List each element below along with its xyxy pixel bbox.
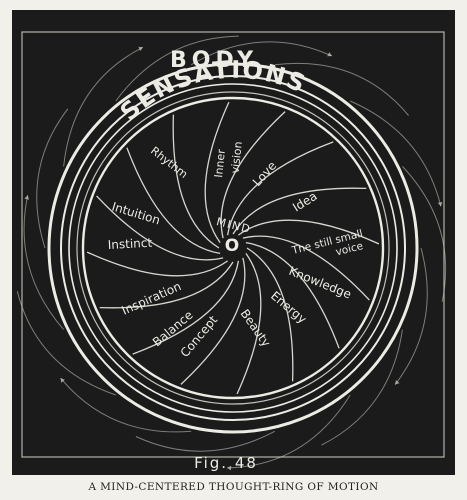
outer-swirl-line	[394, 247, 428, 385]
ring-band-2	[68, 83, 398, 413]
inner-swirl-rays	[86, 101, 380, 395]
figure-caption: A MIND-CENTERED THOUGHT-RING OF MOTION	[88, 481, 379, 493]
outer-swirl-line	[350, 100, 442, 207]
motion-arrowhead	[437, 202, 443, 207]
inner-swirl-ray	[180, 257, 246, 385]
outer-swirl-line	[227, 394, 351, 469]
center-mark: O	[225, 236, 239, 256]
figure-number: Fig. 48	[194, 454, 258, 472]
inner-swirl-ray	[126, 147, 221, 255]
motion-arrowhead	[60, 378, 65, 383]
ring-band-3	[76, 91, 390, 405]
inner-swirl-ray	[220, 111, 286, 239]
inner-swirl-ray	[246, 247, 294, 382]
outer-motion-swirls	[16, 35, 447, 469]
inner-swirl-ray	[238, 219, 380, 245]
outer-swirl-line	[23, 195, 64, 330]
inner-swirl-ray	[86, 251, 228, 277]
inner-swirl-ray	[99, 261, 234, 309]
outer-swirl-line	[321, 329, 403, 446]
motion-arrowhead	[227, 465, 232, 471]
outer-swirl-line	[402, 166, 447, 302]
inner-swirl-ray	[96, 195, 224, 261]
thought-ring	[47, 62, 419, 434]
motion-arrowhead	[138, 46, 143, 52]
outer-swirl-line	[16, 291, 116, 396]
outer-swirl-line	[115, 35, 239, 102]
outer-swirl-line	[135, 430, 276, 452]
ring-inner	[81, 96, 385, 400]
inner-swirl-ray	[132, 260, 240, 355]
inner-swirl-ray	[245, 241, 340, 349]
ring-band-1	[60, 75, 406, 421]
outer-swirl-line	[63, 46, 144, 167]
outer-swirl-line	[60, 377, 192, 433]
ray-label-inner-vision-line-2: vision	[229, 141, 245, 174]
inner-swirl-ray	[204, 101, 230, 243]
outer-swirl-line	[36, 108, 69, 249]
inner-swirl-ray	[242, 235, 370, 301]
inner-swirl-ray	[236, 253, 262, 395]
ray-label-inner-vision: Inner vision	[212, 139, 245, 180]
title-body: BODY	[170, 48, 258, 73]
inner-swirl-ray	[172, 114, 220, 249]
motion-arrows	[24, 46, 443, 471]
motion-arrowhead	[24, 195, 29, 200]
ring-outer	[47, 62, 419, 434]
inner-swirl-ray	[232, 187, 367, 235]
ray-label-instinct: Instinct	[107, 236, 152, 252]
ray-label-inner-vision-line-1: Inner	[212, 148, 228, 178]
motion-arrowhead	[395, 380, 400, 385]
inner-swirl-ray	[226, 141, 334, 236]
outer-swirl-line	[274, 62, 409, 116]
outer-swirl-line	[190, 41, 333, 66]
motion-arrowhead	[327, 52, 332, 57]
